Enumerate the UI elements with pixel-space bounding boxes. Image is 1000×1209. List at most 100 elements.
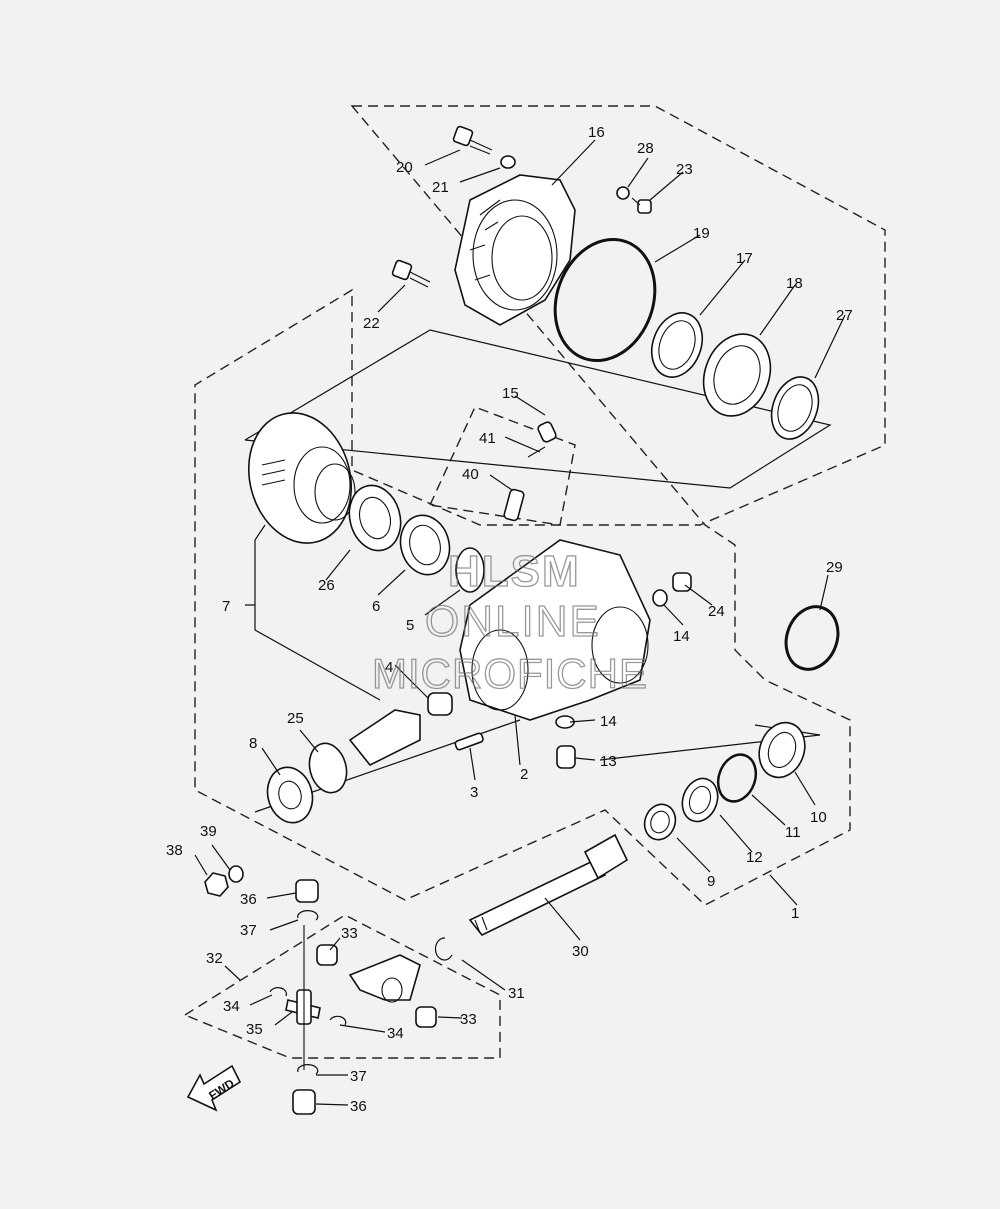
washer-28	[616, 186, 630, 200]
watermark-line-2: ONLINE	[425, 597, 601, 646]
assembly-outline-top	[194, 105, 886, 906]
seal-9	[643, 803, 677, 841]
nut-10	[758, 721, 806, 779]
callout-22: 22	[363, 315, 380, 332]
callout-40: 40	[462, 466, 479, 483]
fitting-15	[537, 421, 557, 443]
bolt-23	[631, 197, 652, 214]
callout-33a: 33	[341, 925, 358, 942]
callout-29: 29	[826, 559, 843, 576]
circlip-37a	[297, 910, 319, 921]
callout-14a: 14	[673, 628, 690, 645]
callout-26: 26	[318, 577, 335, 594]
watermark-line-1: HLSM	[448, 547, 581, 596]
shim-5	[455, 547, 485, 593]
circlip-31	[434, 937, 453, 961]
callout-32: 32	[206, 950, 223, 967]
bearing-8	[266, 766, 314, 824]
callout-36b: 36	[350, 1098, 367, 1115]
fwd-arrow-icon: FWD	[186, 1064, 242, 1112]
callout-6: 6	[372, 598, 380, 615]
callout-23: 23	[676, 161, 693, 178]
plug-41	[527, 446, 546, 458]
callout-13: 13	[600, 753, 617, 770]
callout-41: 41	[479, 430, 496, 447]
leader-lines	[194, 139, 846, 1106]
o-ring-29	[784, 605, 840, 671]
bearing-cup-36b	[292, 1089, 316, 1115]
callout-37a: 37	[240, 922, 257, 939]
callout-24: 24	[708, 603, 725, 620]
washer-21	[500, 155, 516, 169]
callout-3: 3	[470, 784, 478, 801]
ring-gear-7	[247, 412, 356, 544]
shim-27	[770, 376, 820, 440]
callout-12: 12	[746, 849, 763, 866]
bearing-12	[681, 777, 719, 823]
cover-16	[454, 174, 576, 326]
bolt-20	[452, 125, 493, 155]
callout-35: 35	[246, 1021, 263, 1038]
callout-4: 4	[385, 659, 393, 676]
callout-16: 16	[588, 124, 605, 141]
watermark-line-3: MICROFICHE	[372, 650, 648, 697]
callout-25: 25	[287, 710, 304, 727]
circlip-34a	[269, 987, 288, 997]
shim-25	[308, 742, 348, 794]
callout-11: 11	[785, 824, 801, 841]
bearing-26	[348, 484, 402, 552]
spider-35	[285, 989, 321, 1025]
callout-5: 5	[406, 617, 414, 634]
callout-18: 18	[786, 275, 803, 292]
bearing-cup-33b	[415, 1006, 437, 1028]
callout-2: 2	[520, 766, 528, 783]
callout-28: 28	[637, 140, 654, 157]
callout-36a: 36	[240, 891, 257, 908]
callout-30: 30	[572, 943, 589, 960]
bearing-18	[702, 333, 772, 417]
callout-20: 20	[396, 159, 413, 176]
bearing-6	[399, 514, 451, 576]
circlip-37b	[297, 1064, 319, 1075]
o-ring-19	[553, 237, 657, 363]
drive-shaft-30	[468, 833, 629, 936]
callout-10: 10	[810, 809, 827, 826]
bearing-4	[427, 692, 453, 716]
circlip-34b	[329, 1015, 347, 1026]
callout-33b: 33	[460, 1011, 477, 1028]
housing-2	[459, 539, 651, 721]
callout-7: 7	[222, 598, 230, 615]
callout-17: 17	[736, 250, 753, 267]
callout-21: 21	[432, 179, 449, 196]
o-ring-11	[716, 753, 758, 803]
callout-37b: 37	[350, 1068, 367, 1085]
callout-27: 27	[836, 307, 853, 324]
callout-34a: 34	[223, 998, 240, 1015]
callout-19: 19	[693, 225, 710, 242]
callout-34b: 34	[387, 1025, 404, 1042]
washer-14a	[652, 589, 668, 607]
plug-24	[672, 572, 692, 592]
callout-31: 31	[508, 985, 525, 1002]
bearing-cup-36a	[295, 879, 319, 903]
washer-39	[228, 865, 244, 883]
callout-1: 1	[791, 905, 799, 922]
callout-39: 39	[200, 823, 217, 840]
frame-7	[244, 329, 832, 489]
callout-15: 15	[502, 385, 519, 402]
pin-40	[503, 488, 525, 522]
stud-3	[454, 732, 484, 751]
seal-17	[650, 312, 704, 378]
nut-38	[204, 872, 229, 897]
watermark: HLSM ONLINE MICROFICHE	[371, 546, 648, 697]
callout-9: 9	[707, 873, 715, 890]
bolt-22	[391, 259, 431, 288]
callout-8: 8	[249, 735, 257, 752]
callout-14b: 14	[600, 713, 617, 730]
bearing-cup-33a	[316, 944, 338, 966]
yoke	[348, 954, 421, 1003]
callout-38: 38	[166, 842, 183, 859]
plug-13	[556, 745, 576, 769]
pinion-shaft	[348, 709, 421, 767]
